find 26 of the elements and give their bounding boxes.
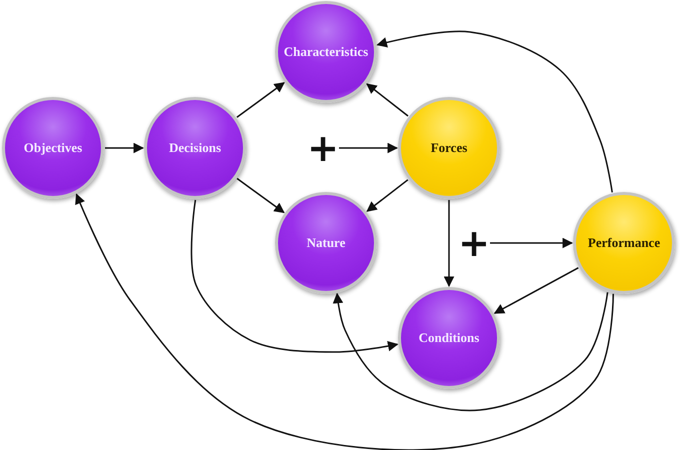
arrow	[490, 238, 574, 248]
arrow	[339, 142, 398, 154]
arrow	[494, 267, 579, 314]
arrow	[190, 200, 398, 353]
arrow	[366, 83, 408, 117]
circle-node	[398, 97, 500, 199]
circle-node	[275, 1, 377, 103]
plus-sign: +	[307, 129, 339, 167]
node-label: Objectives	[24, 140, 82, 156]
arrow	[236, 178, 285, 214]
node-label: Decisions	[169, 140, 221, 156]
arrow	[105, 142, 144, 154]
plus-sign: +	[458, 224, 490, 262]
arrow	[75, 193, 614, 450]
circle-node	[573, 192, 675, 294]
arrow	[332, 292, 608, 412]
circle-node	[275, 192, 377, 294]
node-label: Nature	[306, 235, 346, 251]
node-label: Performance	[588, 235, 660, 251]
node-label: Conditions	[418, 330, 480, 346]
node-label: Characteristics	[284, 44, 368, 60]
arrow	[366, 179, 408, 212]
arrow	[444, 200, 454, 288]
node-label: Forces	[430, 140, 468, 156]
arrow	[376, 30, 613, 192]
arrow	[236, 82, 285, 118]
